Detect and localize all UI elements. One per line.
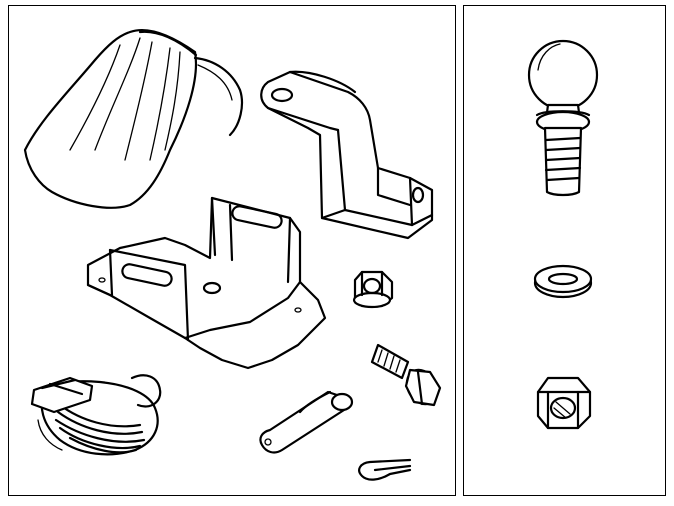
flange-bolt-icon — [370, 343, 442, 407]
hex-nut-icon — [536, 376, 592, 430]
clip-pin-icon — [358, 458, 412, 481]
parts-panel-left — [8, 5, 456, 496]
lock-washer-icon — [533, 264, 593, 299]
parts-panel-right — [463, 5, 666, 496]
mounting-bracket-icon — [86, 196, 327, 370]
l-bracket-icon — [260, 70, 434, 240]
flange-nut-icon — [352, 270, 394, 309]
hitch-pin-icon — [259, 390, 354, 454]
tie-down-strap-icon — [30, 374, 162, 456]
storage-bag-icon — [23, 28, 244, 209]
tow-ball-icon — [527, 39, 599, 197]
